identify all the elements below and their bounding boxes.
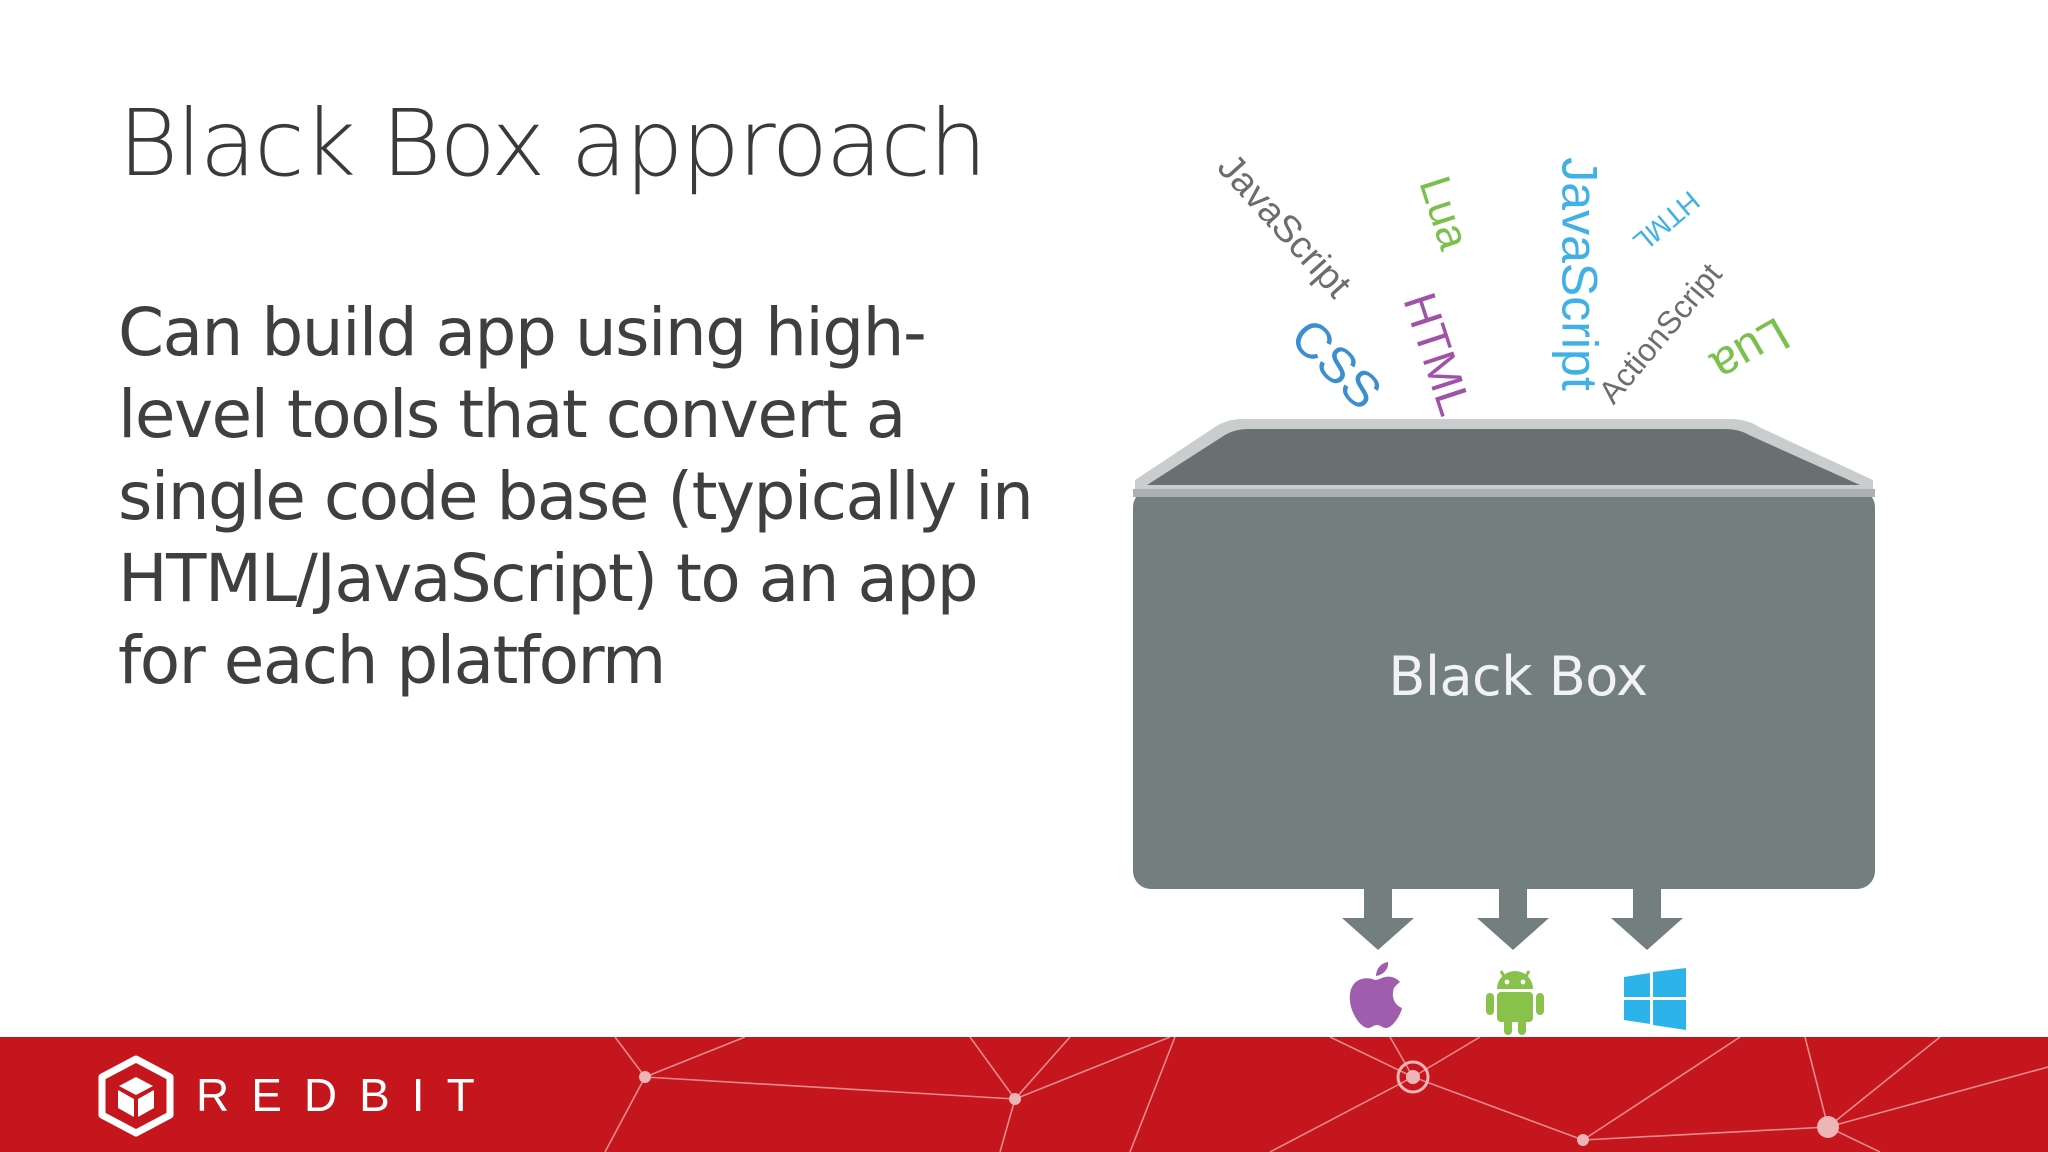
body-line: for each platform <box>118 622 666 699</box>
language-label-css: CSS <box>1280 307 1393 421</box>
body-line: HTML/JavaScript) to an app <box>118 540 979 617</box>
windows-icon <box>1624 968 1686 1030</box>
apple-icon <box>1349 962 1402 1028</box>
slide-title: Black Box approach <box>118 90 987 197</box>
brand-wordmark: REDBIT <box>196 1069 497 1121</box>
body-line: level tools that convert a <box>118 376 906 453</box>
language-label-javascript: JavaScript <box>1209 146 1360 307</box>
android-icon <box>1486 970 1544 1035</box>
body-line: Can build app using high- <box>118 294 927 371</box>
language-label-html: HTML <box>1393 286 1482 422</box>
language-label-javascript: JavaScript <box>1551 157 1608 391</box>
body-line: single code base (typically in <box>118 458 1034 535</box>
footer-bar <box>0 1037 2048 1152</box>
black-box-graphic <box>1133 419 1875 889</box>
language-label-lua: Lua <box>1409 170 1479 256</box>
arrow-down-icon <box>1611 888 1683 950</box>
language-label-html: HTML <box>1627 185 1706 258</box>
slide-body: Can build app using high- level tools th… <box>118 292 1034 702</box>
redbit-cube-icon <box>98 1055 174 1137</box>
black-box-label: Black Box <box>1388 645 1648 708</box>
language-label-lua: Lua <box>1702 306 1798 393</box>
arrow-down-icon <box>1477 888 1549 950</box>
language-label-actionscript: ActionScript <box>1591 256 1729 411</box>
arrow-down-icon <box>1342 888 1414 950</box>
network-pattern <box>604 1037 2048 1152</box>
